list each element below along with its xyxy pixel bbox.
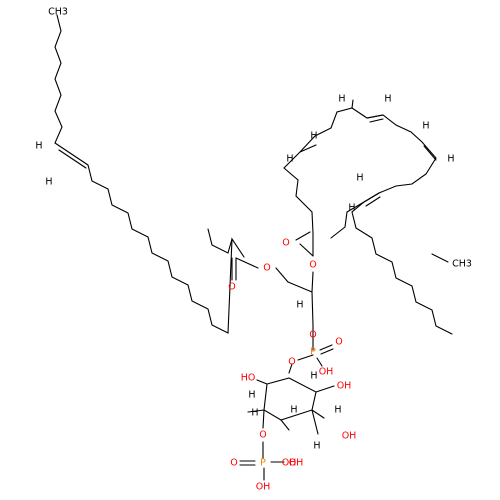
phosphorus-atom-2: P xyxy=(260,458,266,469)
phosphorus-atom: P xyxy=(310,347,316,358)
vinyl-hydrogen: H xyxy=(310,131,317,142)
left-acyl-chain-lower xyxy=(87,164,245,334)
vinyl-hydrogen: H xyxy=(45,177,52,188)
bond-lines xyxy=(54,14,453,481)
ring-hydrogen: H xyxy=(334,405,341,416)
ring-hydrogen: H xyxy=(290,405,297,416)
inositol-hydroxyl: HO xyxy=(241,373,256,384)
vinyl-hydrogen: H xyxy=(338,94,345,105)
methyl-label-right: CH3 xyxy=(452,259,472,270)
carbonyl-oxygen-sn1: O xyxy=(228,282,235,293)
phosphate2-hydroxyl: OH xyxy=(282,458,297,469)
stereo-hydrogen: H xyxy=(296,300,303,311)
methyl-label-top: CH3 xyxy=(48,7,68,18)
vinyl-hydrogen: H xyxy=(348,203,355,214)
inositol-hydroxyl: OH xyxy=(337,381,352,392)
inositol-hydroxyl: OH xyxy=(342,431,357,442)
vinyl-hydrogen: H xyxy=(384,94,391,105)
inositol-linking-oxygen: O xyxy=(288,357,295,368)
phosphate2-double-oxygen: O xyxy=(230,458,237,469)
ring-hydrogen: H xyxy=(251,408,258,419)
phosphate2-hydroxyl-bottom: OH xyxy=(256,482,271,493)
vinyl-hydrogen: H xyxy=(35,141,42,152)
inositol-phosphate-oxygen: O xyxy=(259,430,266,441)
carbonyl-oxygen-sn2: O xyxy=(282,238,289,249)
vinyl-hydrogen: H xyxy=(356,173,363,184)
inositol-hydroxyl: OH xyxy=(289,458,304,469)
ester-oxygen-sn1: O xyxy=(263,263,270,274)
phosphate-double-oxygen: O xyxy=(335,337,342,348)
vinyl-hydrogen: H xyxy=(447,154,454,165)
vinyl-hydrogen: H xyxy=(286,154,293,165)
ester-oxygen-sn2: O xyxy=(309,260,316,271)
phosphate-ester-oxygen: O xyxy=(309,330,316,341)
left-acyl-chain-upper xyxy=(54,14,63,144)
atom-labels: CH3 CH3 H H H H H H H H H H O O O O H O … xyxy=(35,7,471,493)
ring-hydrogen: H xyxy=(248,390,255,401)
ring-hydrogen: H xyxy=(313,441,320,452)
phosphate-hydroxyl: OH xyxy=(319,367,334,378)
ring-hydrogen: H xyxy=(310,371,317,382)
vinyl-hydrogen: H xyxy=(422,121,429,132)
